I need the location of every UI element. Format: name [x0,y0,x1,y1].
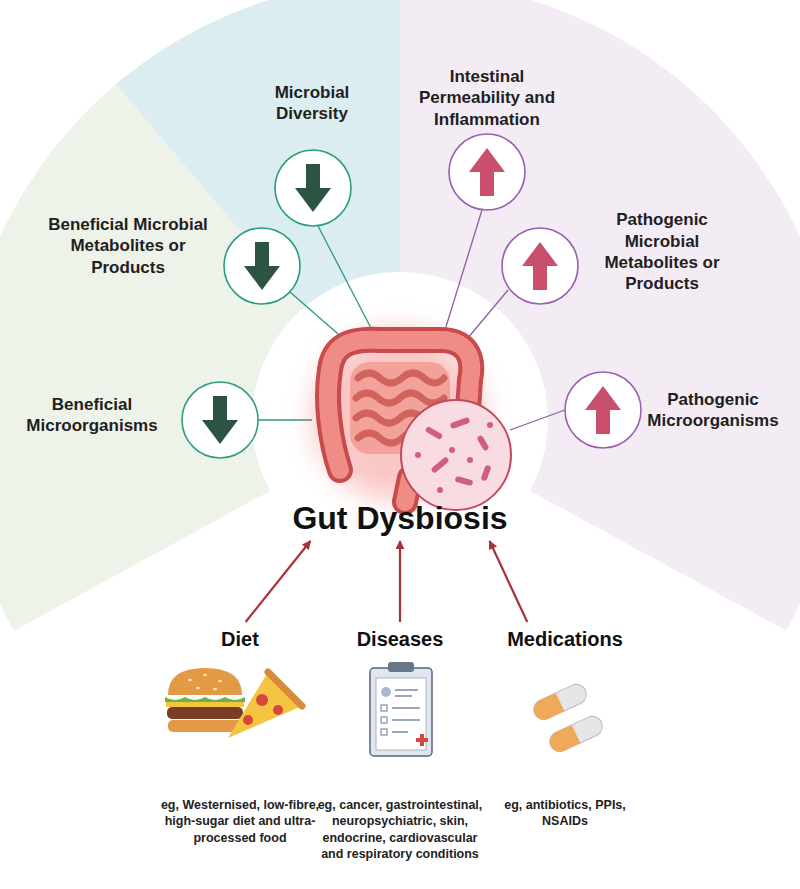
indicator-label: Pathogenic Microbial Metabolites or Prod… [597,209,727,295]
cause-block: Medications eg, antibiotics, PPIs, NSAIDs [490,628,640,830]
central-title: Gut Dysbiosis [288,500,511,537]
cause-examples: eg, antibiotics, PPIs, NSAIDs [490,797,640,830]
arrow-shaft [480,170,494,196]
indicator-circle: Pathogenic Microbial Metabolites or Prod… [500,226,580,306]
leader-line [510,410,565,430]
up-arrow [522,242,558,266]
arrow-shaft [533,264,547,290]
food-icon [165,668,302,738]
indicator-label: Microbial Diversity [247,82,377,125]
circle-outline [500,226,580,306]
down-arrow [295,188,331,212]
down-arrow [244,266,280,290]
diagram-title-text: Gut Dysbiosis [288,500,511,537]
indicator-label: Beneficial Microorganisms [12,394,172,437]
indicator-label: Pathogenic Microorganisms [633,389,793,432]
cause-block: Diet eg, Westernised, low-fibre, high-sug… [150,628,330,846]
arrow-shaft [213,396,227,422]
indicator-circle: Intestinal Permeability and Inflammation [447,132,527,212]
cause-block: Diseases eg, cancer, gastrointestinal, ne… [318,628,483,862]
leader-line [445,210,482,330]
leader-line [318,226,372,330]
circle-shape [502,228,578,304]
up-arrow [469,148,505,172]
cause-examples: eg, cancer, gastrointestinal, neuropsych… [318,797,483,862]
cause-arrow [490,541,528,622]
circle-shape [182,382,258,458]
leader-line [290,292,345,340]
indicator-circle: Pathogenic Microorganisms [563,370,643,450]
circle-shape [565,372,641,448]
indicator-circle: Beneficial Microbial Metabolites or Prod… [222,226,302,306]
center-disc [252,272,548,568]
circle-outline [273,148,353,228]
cause-arrow [399,541,401,622]
circle-shape [275,150,351,226]
gut-illustration [313,330,511,510]
circle-outline [222,226,302,306]
arrow-shaft [255,242,269,268]
indicator-label: Intestinal Permeability and Inflammation [407,66,567,130]
leader-line [258,419,312,420]
indicator-circle: Beneficial Microorganisms [180,380,260,460]
up-arrow [585,386,621,410]
circle-outline [563,370,643,450]
arrow-shaft [306,164,320,190]
circle-outline [180,380,260,460]
circle-outline [447,132,527,212]
cause-examples: eg, Westernised, low-fibre, high-sugar d… [150,797,330,846]
circle-shape [224,228,300,304]
indicator-circle: Microbial Diversity [273,148,353,228]
indicator-label: Beneficial Microbial Metabolites or Prod… [36,214,221,278]
circle-shape [449,134,525,210]
clipboard-icon [370,662,432,756]
pills-icon [530,681,605,755]
down-arrow [202,420,238,444]
cause-heading: Medications [490,628,640,651]
cause-heading: Diseases [318,628,483,651]
cause-heading: Diet [150,628,330,651]
cause-arrow [246,541,311,622]
arrow-shaft [596,408,610,434]
